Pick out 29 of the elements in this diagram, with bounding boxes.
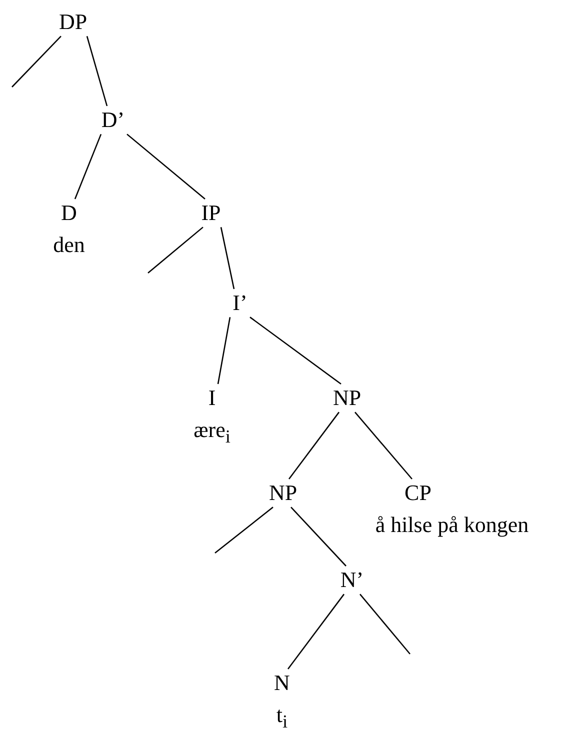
category-label: I: [208, 386, 216, 410]
category-label: NP: [268, 481, 298, 506]
tree-branch: [214, 506, 274, 554]
tree-branch: [220, 227, 235, 290]
category-label: D: [61, 201, 77, 226]
category-label: NP: [332, 386, 362, 410]
tree-branch: [290, 506, 346, 566]
category-label: N: [274, 671, 290, 696]
tree-branch: [354, 412, 412, 480]
tree-branch: [250, 316, 342, 385]
category-label: D’: [101, 108, 125, 132]
tree-branch: [12, 36, 62, 88]
tree-branch: [217, 317, 231, 384]
word-label: den: [53, 233, 85, 258]
tree-branch: [287, 594, 345, 670]
word-label: t$_{i}$: [276, 703, 288, 732]
tree-branch: [360, 594, 410, 654]
category-label: I’: [232, 291, 248, 316]
category-label: IP: [201, 201, 221, 226]
tree-branch: [288, 412, 340, 480]
tree-branch: [74, 134, 102, 200]
word-label: å hilse på kongen: [375, 513, 529, 538]
category-label: N’: [340, 568, 364, 592]
category-label: CP: [404, 481, 432, 506]
tree-branch: [148, 226, 204, 274]
word-label: ære$_{i}$: [194, 418, 230, 447]
tree-branch: [86, 36, 108, 106]
category-label: DP: [58, 10, 88, 34]
tree-branch: [126, 134, 206, 200]
